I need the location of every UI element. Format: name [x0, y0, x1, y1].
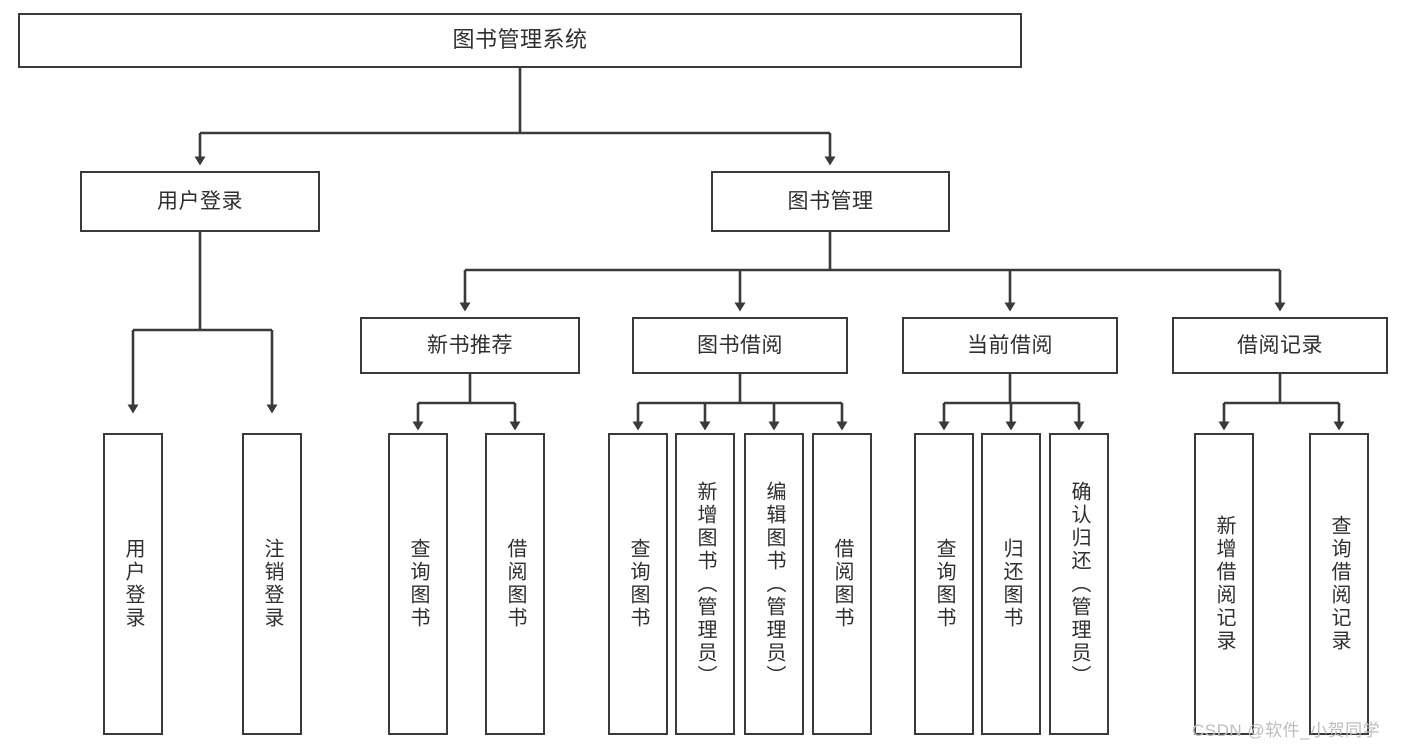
leaf-label: 确认归还（管理员） — [1068, 480, 1090, 688]
leaf-label: 用户登录 — [122, 538, 144, 630]
leaf-borrow-edit-book-admin[interactable]: 编辑图书（管理员） — [744, 433, 804, 735]
node-new-book-recommend[interactable]: 新书推荐 — [360, 317, 580, 374]
leaf-recommend-query-book[interactable]: 查询图书 — [388, 433, 448, 735]
leaf-label: 查询图书 — [933, 538, 955, 630]
leaf-label: 查询图书 — [407, 538, 429, 630]
leaf-label: 注销登录 — [261, 538, 283, 630]
leaf-label: 归还图书 — [1000, 538, 1022, 630]
leaf-label: 新增图书（管理员） — [694, 480, 716, 688]
leaf-label: 新增借阅记录 — [1213, 515, 1235, 653]
node-book-management-label: 图书管理 — [787, 189, 874, 213]
leaf-borrow-add-book-admin[interactable]: 新增图书（管理员） — [675, 433, 735, 735]
node-book-borrow[interactable]: 图书借阅 — [632, 317, 848, 374]
leaf-user-login-signin[interactable]: 用户登录 — [103, 433, 163, 735]
node-book-borrow-label: 图书借阅 — [697, 333, 783, 357]
node-user-login-label: 用户登录 — [157, 189, 243, 213]
leaf-recommend-borrow-book[interactable]: 借阅图书 — [485, 433, 545, 735]
node-current-borrow-label: 当前借阅 — [967, 333, 1053, 357]
watermark: CSDN @软件_小贺同学 — [1192, 721, 1381, 740]
node-borrow-record[interactable]: 借阅记录 — [1172, 317, 1388, 374]
node-user-login[interactable]: 用户登录 — [80, 171, 320, 232]
leaf-user-login-signout[interactable]: 注销登录 — [242, 433, 302, 735]
node-new-book-recommend-label: 新书推荐 — [427, 333, 513, 357]
node-root-label: 图书管理系统 — [452, 27, 588, 53]
leaf-label: 查询图书 — [627, 538, 649, 630]
node-current-borrow[interactable]: 当前借阅 — [902, 317, 1118, 374]
leaf-record-add-record[interactable]: 新增借阅记录 — [1194, 433, 1254, 735]
leaf-label: 编辑图书（管理员） — [763, 480, 785, 688]
leaf-current-query-book[interactable]: 查询图书 — [914, 433, 974, 735]
leaf-record-query-record[interactable]: 查询借阅记录 — [1309, 433, 1369, 735]
leaf-label: 借阅图书 — [831, 538, 853, 630]
leaf-borrow-query-book[interactable]: 查询图书 — [608, 433, 668, 735]
leaf-current-return-book[interactable]: 归还图书 — [981, 433, 1041, 735]
leaf-label: 借阅图书 — [504, 538, 526, 630]
leaf-current-confirm-return-admin[interactable]: 确认归还（管理员） — [1049, 433, 1109, 735]
leaf-borrow-borrow-book[interactable]: 借阅图书 — [812, 433, 872, 735]
node-root-system[interactable]: 图书管理系统 — [18, 13, 1022, 68]
node-borrow-record-label: 借阅记录 — [1237, 333, 1323, 357]
leaf-label: 查询借阅记录 — [1328, 515, 1350, 653]
node-book-management[interactable]: 图书管理 — [711, 171, 950, 232]
